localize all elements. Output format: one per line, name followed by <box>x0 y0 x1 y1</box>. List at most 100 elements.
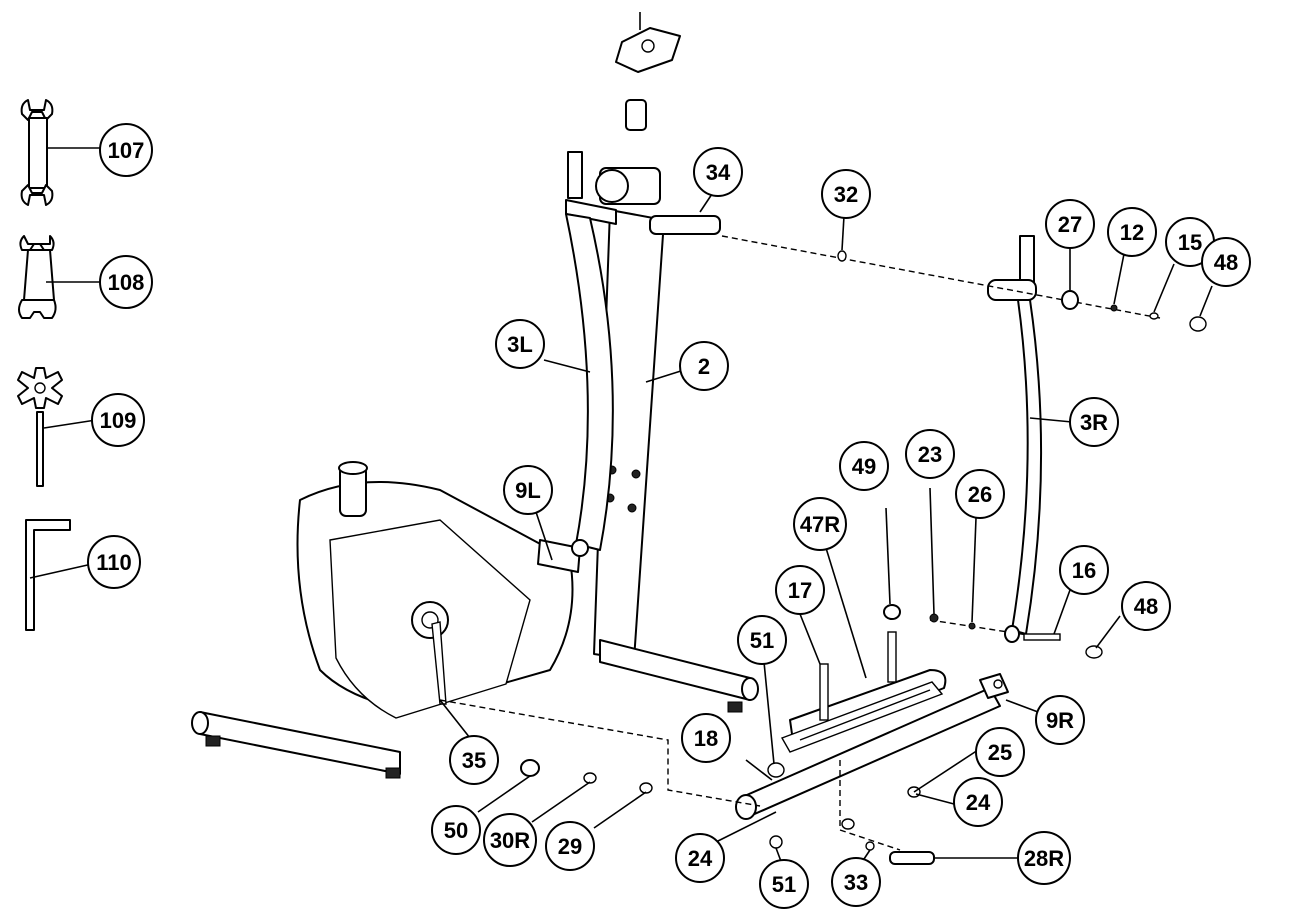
pedal-small-parts <box>520 613 1103 865</box>
callout-16: 16 <box>1059 545 1109 595</box>
callout-30R: 30R <box>483 813 537 867</box>
upper-assembly-axis <box>721 235 1161 319</box>
callout-label: 51 <box>750 628 774 653</box>
callout-label: 29 <box>558 834 582 859</box>
callout-17: 17 <box>775 565 825 615</box>
pedal-bolts <box>767 604 901 778</box>
callout-108: 108 <box>99 255 153 309</box>
callout-circle <box>675 833 725 883</box>
callout-27: 27 <box>1045 199 1095 249</box>
leader-lines <box>29 147 1213 869</box>
callout-circle <box>955 469 1005 519</box>
callout-3L: 3L <box>495 319 545 369</box>
callout-label: 2 <box>698 354 710 379</box>
callout-label: 33 <box>844 870 868 895</box>
callout-label: 17 <box>788 578 812 603</box>
callout-label: 12 <box>1120 220 1144 245</box>
callout-circle <box>449 735 499 785</box>
callout-28R: 28R <box>1017 831 1071 885</box>
callout-48b: 48 <box>1121 581 1171 631</box>
callout-12: 12 <box>1107 207 1157 257</box>
callout-label: 27 <box>1058 212 1082 237</box>
callout-circle <box>1045 199 1095 249</box>
callout-circle <box>1059 545 1109 595</box>
callout-circle <box>545 821 595 871</box>
callout-49: 49 <box>839 441 889 491</box>
handlebar-3L <box>565 151 617 551</box>
callout-51b: 51 <box>759 859 809 909</box>
callout-circle <box>821 169 871 219</box>
callout-circle <box>839 441 889 491</box>
callout-48a: 48 <box>1201 237 1251 287</box>
callout-2: 2 <box>679 341 729 391</box>
callout-29: 29 <box>545 821 595 871</box>
axle-34 <box>649 215 721 235</box>
callout-circle <box>905 429 955 479</box>
callout-label: 49 <box>852 454 876 479</box>
callout-107: 107 <box>99 123 153 177</box>
callout-label: 110 <box>96 550 132 575</box>
callout-24b: 24 <box>675 833 725 883</box>
callout-circle <box>503 465 553 515</box>
callout-label: 16 <box>1072 558 1096 583</box>
callout-label: 24 <box>688 846 713 871</box>
callout-label: 18 <box>694 726 718 751</box>
callout-circle <box>737 615 787 665</box>
callout-circle <box>1069 397 1119 447</box>
rear-stabilizer <box>191 711 401 779</box>
callout-label: 25 <box>988 740 1012 765</box>
callout-circle <box>775 565 825 615</box>
callout-23: 23 <box>905 429 955 479</box>
callout-circle <box>1107 207 1157 257</box>
callout-label: 24 <box>966 790 991 815</box>
open-end-wrench-107 <box>20 99 54 206</box>
callout-18: 18 <box>681 713 731 763</box>
callout-circle <box>1121 581 1171 631</box>
callout-circle <box>1201 237 1251 287</box>
callout-9L: 9L <box>503 465 553 515</box>
callout-label: 3R <box>1080 410 1108 435</box>
callout-24a: 24 <box>953 777 1003 827</box>
callout-circle <box>831 857 881 907</box>
callout-circle <box>99 255 153 309</box>
handlebar-3R <box>987 235 1043 635</box>
callout-circle <box>693 147 743 197</box>
flywheel-housing <box>296 461 574 719</box>
callout-110: 110 <box>87 535 141 589</box>
callout-label: 51 <box>772 872 796 897</box>
callout-label: 48 <box>1214 250 1238 275</box>
callout-circle <box>1017 831 1071 885</box>
callout-circle <box>431 805 481 855</box>
pedal-axis-right <box>839 760 901 851</box>
callout-circle <box>1035 695 1085 745</box>
callout-label: 9L <box>515 478 541 503</box>
pedal-axis-lower <box>439 699 761 807</box>
callout-circle <box>87 535 141 589</box>
callout-label: 48 <box>1134 594 1158 619</box>
pedal-47R <box>780 669 947 753</box>
callout-label: 34 <box>706 160 731 185</box>
callout-3R: 3R <box>1069 397 1119 447</box>
callout-51a: 51 <box>737 615 787 665</box>
callout-label: 26 <box>968 482 992 507</box>
callout-26: 26 <box>955 469 1005 519</box>
callout-32: 32 <box>821 169 871 219</box>
callout-label: 3L <box>507 332 533 357</box>
pedal-axis-mid <box>929 619 1061 641</box>
callout-33: 33 <box>831 857 881 907</box>
double-end-wrench-108 <box>18 235 57 319</box>
callout-50: 50 <box>431 805 481 855</box>
pedal-arm-9R <box>735 673 1009 820</box>
callout-label: 28R <box>1024 846 1064 871</box>
callout-35: 35 <box>449 735 499 785</box>
callout-label: 15 <box>1178 230 1202 255</box>
callout-circle <box>91 393 145 447</box>
callout-circle <box>953 777 1003 827</box>
callout-label: 107 <box>108 138 145 163</box>
callout-circle <box>679 341 729 391</box>
callout-label: 32 <box>834 182 858 207</box>
callout-circle <box>483 813 537 867</box>
callout-9R: 9R <box>1035 695 1085 745</box>
